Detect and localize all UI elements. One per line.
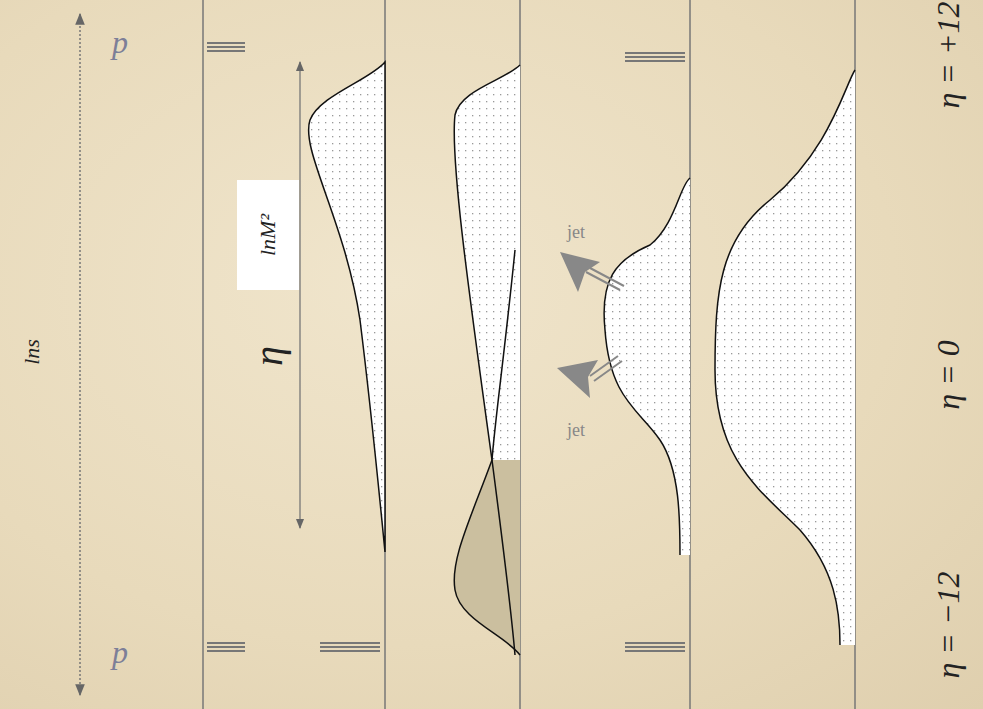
column-lines [203, 0, 855, 709]
lns-arrow [79, 14, 81, 695]
jet-label: jet [567, 222, 585, 243]
axis-label: lnM² [255, 214, 281, 256]
jet-label: jet [567, 420, 585, 441]
axis-label: lns [19, 339, 45, 365]
axis-label: η [245, 346, 292, 366]
jet-arrows [557, 252, 624, 398]
proton-label: p [112, 634, 128, 671]
single-diffraction-shape [309, 62, 385, 552]
lower-curve [454, 250, 520, 655]
lower-shape [454, 460, 520, 655]
upper-shape [454, 65, 520, 460]
rapidity-label: η = 0 [930, 340, 967, 409]
proton-label: p [112, 24, 128, 61]
lnm2-arrow [299, 62, 300, 528]
minimum-bias-shape [715, 70, 855, 645]
rapidity-label: η = +12 [930, 1, 967, 108]
jet-curve [604, 178, 690, 555]
axis-label-box: lnM² [237, 180, 299, 290]
upper-curve [454, 65, 520, 655]
minimum-bias-curve [715, 70, 855, 645]
jet-shape [604, 178, 690, 555]
rapidity-label: η = −12 [930, 571, 967, 678]
